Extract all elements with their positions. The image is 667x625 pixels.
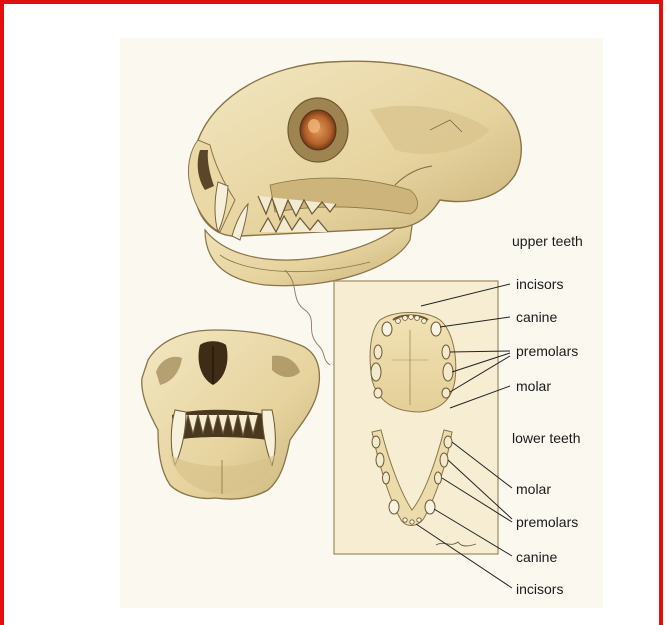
- label-upper-canine: canine: [516, 309, 557, 325]
- label-lower-teeth: lower teeth: [512, 430, 580, 446]
- label-upper-incisors: incisors: [516, 276, 563, 292]
- label-lower-incisors: incisors: [516, 581, 563, 597]
- label-upper-molar: molar: [516, 378, 551, 394]
- label-lower-molar: molar: [516, 481, 551, 497]
- upper-palate: [370, 313, 456, 413]
- label-lower-premolars: premolars: [516, 514, 578, 530]
- label-upper-teeth: upper teeth: [512, 233, 583, 249]
- label-upper-premolars: premolars: [516, 343, 578, 359]
- label-lower-canine: canine: [516, 549, 557, 565]
